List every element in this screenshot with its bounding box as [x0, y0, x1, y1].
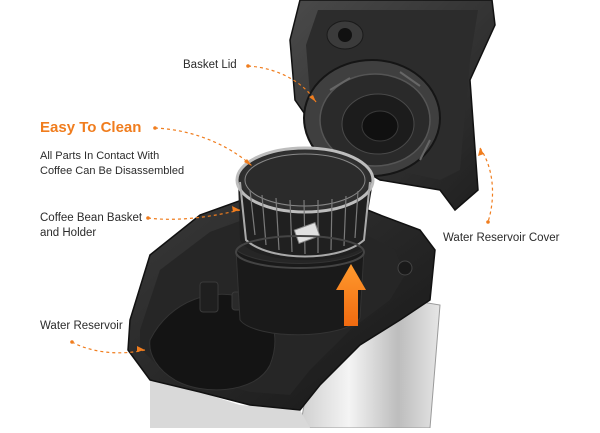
bean-basket-label-line-2: and Holder: [40, 227, 97, 239]
coffee-bean-basket: [235, 146, 375, 336]
water-reservoir-cover-label: Water Reservoir Cover: [443, 232, 560, 244]
easy-to-clean-line-1: All Parts In Contact With: [40, 150, 160, 162]
callout-arrowheads: [70, 64, 490, 352]
easy-to-clean-heading: Easy To Clean: [40, 119, 142, 136]
lift-arrow-icon: [336, 264, 366, 326]
easy-to-clean-line-2: Coffee Can Be Disassembled: [40, 165, 185, 177]
water-reservoir-label: Water Reservoir: [40, 320, 123, 332]
basket-lid-label: Basket Lid: [183, 59, 237, 71]
bean-basket-label-line-1: Coffee Bean Basket: [40, 212, 143, 224]
water-reservoir-cover: [289, 0, 496, 212]
